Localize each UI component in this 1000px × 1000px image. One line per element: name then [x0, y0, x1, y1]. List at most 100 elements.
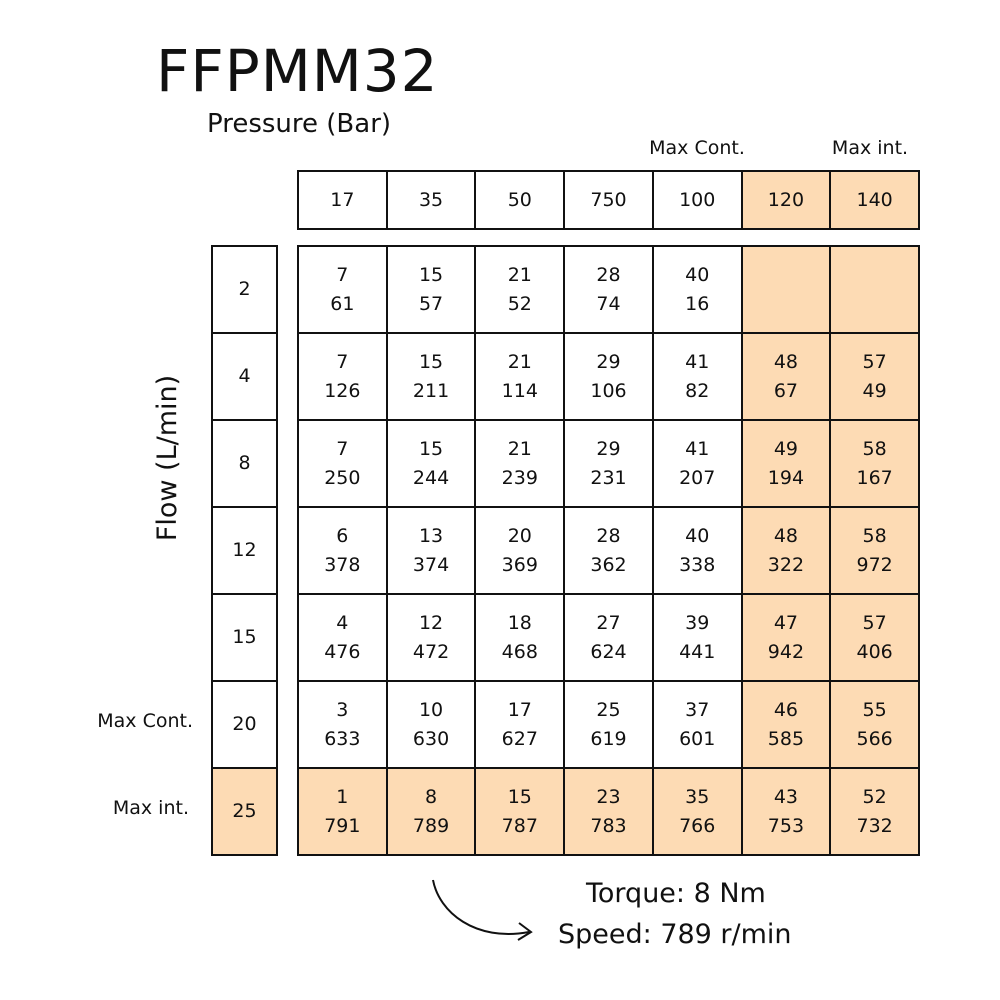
torque-value: 21 [507, 263, 532, 286]
speed-value: 16 [685, 292, 710, 315]
torque-value: 15 [507, 785, 532, 808]
torque-value: 20 [507, 524, 532, 547]
flow-cell: 15 [213, 595, 276, 680]
speed-value: 787 [501, 814, 538, 837]
speed-value: 406 [856, 640, 893, 663]
torque-value: 35 [685, 785, 710, 808]
speed-value: 49 [862, 379, 887, 402]
speed-value: 126 [324, 379, 361, 402]
chart-title: FFPMM32 [156, 37, 439, 105]
torque-value: 25 [596, 698, 621, 721]
torque-value: 17 [507, 698, 532, 721]
legend-note: Torque: 8 Nm Speed: 789 r/min [558, 873, 792, 955]
flow-cell: 12 [213, 508, 276, 593]
speed-value: 239 [501, 466, 538, 489]
table-cell [742, 247, 830, 332]
flow-note-max-cont: Max Cont. [97, 710, 193, 732]
torque-value: 41 [685, 437, 710, 460]
pressure-cell: 120 [742, 172, 830, 228]
torque-value: 21 [507, 350, 532, 373]
speed-value: 82 [685, 379, 710, 402]
speed-value: 601 [679, 727, 716, 750]
speed-value: 114 [501, 379, 538, 402]
speed-value: 369 [501, 553, 538, 576]
torque-value: 18 [507, 611, 532, 634]
pressure-cell: 750 [565, 172, 652, 228]
speed-value: 231 [590, 466, 627, 489]
pressure-cell: 50 [476, 172, 564, 228]
speed-value: 67 [773, 379, 799, 402]
speed-value: 619 [590, 727, 627, 750]
speed-value: 207 [679, 466, 716, 489]
speed-value: 374 [412, 553, 450, 576]
speed-value: 194 [767, 466, 805, 489]
pressure-cell: 100 [653, 172, 741, 228]
speed-value: 106 [590, 379, 627, 402]
torque-value: 37 [685, 698, 710, 721]
speed-value: 378 [324, 553, 361, 576]
flow-note-max-int: Max int. [112, 797, 189, 819]
speed-value: 783 [590, 814, 627, 837]
torque-value: 27 [596, 611, 621, 634]
torque-value: 8 [425, 785, 438, 808]
speed-value: 791 [324, 814, 361, 837]
flow-cell: 2 [213, 247, 276, 332]
speed-value: 633 [324, 727, 361, 750]
torque-value: 7 [336, 350, 349, 373]
speed-value: 566 [856, 727, 893, 750]
flow-axis-label: Flow (L/min) [152, 374, 183, 542]
speed-value: 630 [412, 727, 450, 750]
speed-value: 468 [501, 640, 538, 663]
speed-value: 57 [418, 292, 444, 315]
speed-value: 322 [767, 553, 805, 576]
torque-value: 15 [418, 350, 444, 373]
speed-value: 211 [412, 379, 450, 402]
torque-value: 49 [773, 437, 799, 460]
torque-value: 29 [596, 350, 621, 373]
speed-value: 753 [767, 814, 805, 837]
torque-value: 23 [596, 785, 621, 808]
curved-arrow-icon [432, 879, 533, 941]
torque-value: 4 [336, 611, 349, 634]
pressure-note-max-int: Max int. [831, 137, 909, 159]
torque-value: 15 [418, 437, 444, 460]
speed-value: 338 [679, 553, 716, 576]
speed-value: 942 [767, 640, 805, 663]
torque-value: 58 [862, 437, 887, 460]
torque-value: 40 [685, 524, 710, 547]
torque-value: 46 [773, 698, 799, 721]
speed-value: 972 [856, 553, 893, 576]
speed-value: 624 [590, 640, 627, 663]
torque-value: 57 [862, 350, 887, 373]
